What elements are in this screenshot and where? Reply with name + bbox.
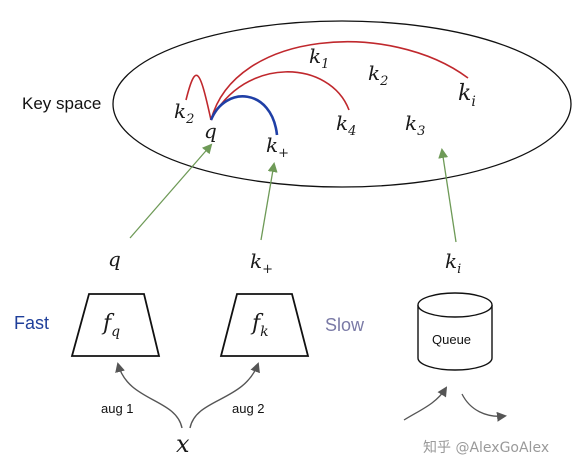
label-kplus-mid: k+ bbox=[250, 249, 273, 277]
label-k4: k4 bbox=[336, 111, 356, 139]
arrow-ki-to-keyspace bbox=[438, 148, 457, 243]
negative-arc-k4 bbox=[210, 71, 350, 121]
label-k1: k1 bbox=[309, 44, 329, 72]
encoder-fq bbox=[70, 293, 161, 357]
label-q-mid: q bbox=[108, 247, 121, 271]
label-k3: k3 bbox=[405, 111, 425, 139]
key-space-ellipse bbox=[112, 20, 572, 188]
aug2-label: aug 2 bbox=[232, 401, 265, 416]
fast-label: Fast bbox=[14, 313, 49, 333]
aug1-arrow bbox=[115, 362, 183, 429]
watermark: 知乎 @AlexGoAlex bbox=[423, 439, 549, 456]
negative-arc-ki bbox=[210, 40, 469, 121]
aug1-label: aug 1 bbox=[101, 401, 134, 416]
label-k2-top: k2 bbox=[368, 61, 388, 89]
slow-label: Slow bbox=[325, 315, 365, 335]
negative-arc-k2 bbox=[185, 74, 212, 121]
label-q-inner: q bbox=[204, 119, 217, 143]
label-ki-top: ki bbox=[458, 81, 476, 110]
key-space-label: Key space bbox=[22, 94, 101, 113]
aug2-arrow bbox=[189, 362, 260, 429]
input-x: x bbox=[176, 430, 190, 458]
queue-out-arrow bbox=[461, 393, 507, 422]
positive-arc-kplus bbox=[209, 95, 279, 136]
queue-in-arrow bbox=[403, 386, 448, 421]
label-k2-left: k2 bbox=[174, 99, 194, 127]
arrow-kplus-to-keyspace bbox=[260, 162, 278, 241]
arrow-q-to-keyspace bbox=[129, 143, 213, 239]
encoder-fk bbox=[219, 293, 310, 357]
label-ki-mid: ki bbox=[445, 249, 461, 277]
queue-label: Queue bbox=[432, 332, 471, 347]
label-kplus-inner: k+ bbox=[266, 133, 289, 161]
queue-cylinder bbox=[417, 292, 493, 371]
